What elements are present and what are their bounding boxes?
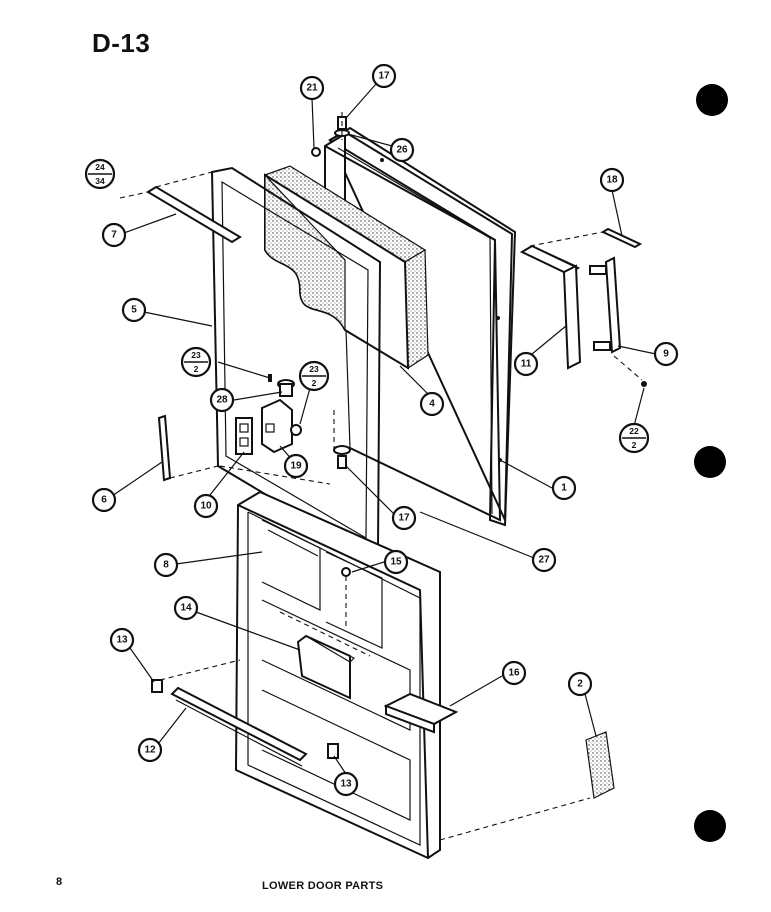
svg-text:15: 15: [390, 557, 402, 568]
rail-clip-right: [327, 743, 339, 759]
binder-hole-top: [696, 84, 728, 116]
svg-text:2: 2: [632, 440, 637, 450]
rail-clip-left: [151, 679, 163, 693]
callout-8: 8: [153, 552, 179, 578]
handle-bracket: [519, 244, 582, 370]
callout-17-top: 17: [371, 63, 397, 89]
top-hinge-hardware: [311, 112, 350, 157]
callout-7: 7: [101, 222, 127, 248]
svg-text:9: 9: [663, 349, 669, 360]
svg-text:11: 11: [521, 359, 532, 370]
callout-23-over-2-right: 23 2: [298, 360, 330, 392]
callout-28: 28: [209, 387, 235, 413]
callout-10: 10: [193, 493, 219, 519]
svg-text:21: 21: [306, 83, 318, 94]
binder-hole-middle: [694, 446, 726, 478]
svg-text:17: 17: [398, 513, 410, 524]
liner-plate: [296, 634, 356, 700]
callout-24-over-34: 24 34: [84, 158, 116, 190]
door-shelf-bin: [383, 692, 459, 734]
callout-2: 2: [567, 671, 593, 697]
callout-27: 27: [531, 547, 557, 573]
callout-4: 4: [419, 391, 445, 417]
svg-text:7: 7: [111, 230, 117, 241]
binder-hole-bottom: [694, 810, 726, 842]
insulation-panel: [263, 165, 429, 370]
svg-text:2: 2: [194, 364, 199, 374]
svg-text:1: 1: [561, 483, 567, 494]
liner-screw: [341, 567, 351, 630]
hinge-bracket: [261, 398, 302, 454]
callout-11: 11: [513, 351, 539, 377]
svg-text:34: 34: [95, 176, 105, 186]
callout-26: 26: [389, 137, 415, 163]
top-trim-strip: [119, 171, 242, 244]
callout-1: 1: [551, 475, 577, 501]
svg-text:4: 4: [429, 399, 435, 410]
callout-13-left: 13: [109, 627, 135, 653]
callout-23-over-2-left: 23 2: [180, 346, 212, 378]
callout-22-over-2: 22 2: [618, 422, 650, 454]
callout-9: 9: [653, 341, 679, 367]
svg-text:12: 12: [144, 745, 156, 756]
svg-text:13: 13: [116, 635, 128, 646]
page-number: 8: [56, 876, 63, 888]
svg-text:22: 22: [629, 426, 639, 436]
svg-text:17: 17: [378, 71, 390, 82]
svg-text:14: 14: [180, 603, 192, 614]
callout-17-lower: 17: [391, 505, 417, 531]
callout-14: 14: [173, 595, 199, 621]
svg-text:18: 18: [606, 175, 618, 186]
callout-12: 12: [137, 737, 163, 763]
lower-hinge-washer: [219, 410, 351, 485]
svg-text:26: 26: [396, 145, 408, 156]
svg-text:13: 13: [340, 779, 352, 790]
svg-text:24: 24: [95, 162, 105, 172]
leader-lines: [111, 83, 657, 775]
door-handle: [589, 256, 647, 387]
side-trim-strip: [157, 414, 219, 482]
svg-text:5: 5: [131, 305, 137, 316]
svg-text:23: 23: [191, 350, 201, 360]
callout-19: 19: [283, 453, 309, 479]
svg-text:19: 19: [290, 461, 302, 472]
bottom-rail: [159, 659, 308, 767]
svg-text:23: 23: [309, 364, 319, 374]
page-caption: LOWER DOOR PARTS: [262, 880, 384, 892]
page-title: D-13: [92, 28, 151, 58]
hinge-plate: [235, 417, 253, 455]
callout-13-bottom: 13: [333, 771, 359, 797]
kick-plate: [439, 731, 615, 841]
svg-text:6: 6: [101, 495, 107, 506]
callout-15: 15: [383, 549, 409, 575]
callout-16: 16: [501, 660, 527, 686]
svg-text:2: 2: [577, 679, 583, 690]
svg-text:27: 27: [538, 555, 550, 566]
svg-text:28: 28: [216, 395, 228, 406]
callout-6: 6: [91, 487, 117, 513]
svg-text:10: 10: [200, 501, 212, 512]
svg-text:16: 16: [508, 668, 520, 679]
svg-text:8: 8: [163, 560, 169, 571]
callout-18: 18: [599, 167, 625, 193]
svg-text:2: 2: [312, 378, 317, 388]
callout-21: 21: [299, 75, 325, 101]
callout-5: 5: [121, 297, 147, 323]
handle-trim-strip: [529, 227, 643, 249]
